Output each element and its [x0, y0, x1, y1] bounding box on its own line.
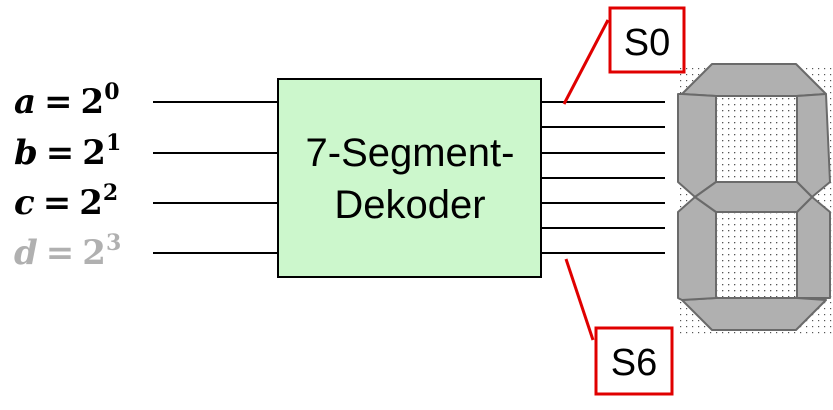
input-label-d: d=23 — [14, 230, 121, 273]
input-label-b: b=21 — [14, 130, 121, 173]
s6-tag-label: S6 — [611, 342, 657, 384]
svg-text:c=22: c=22 — [14, 180, 118, 223]
s6-tag-box — [594, 326, 674, 396]
svg-text:d=23: d=23 — [14, 230, 121, 273]
segment-b — [796, 93, 831, 198]
segment-g — [694, 181, 813, 213]
input-var-c: c — [14, 183, 35, 223]
segment-f — [677, 93, 717, 198]
segment-e — [677, 196, 717, 301]
segment-c — [796, 196, 831, 299]
decoder-title-line2: Dekoder — [334, 183, 485, 227]
output-lines — [541, 101, 665, 254]
decoder-title-line1: 7-Segment- — [306, 131, 515, 175]
s0-tag-label: S0 — [624, 22, 670, 64]
input-var-d: d — [14, 233, 38, 273]
s0-pointer — [562, 19, 610, 105]
lower-window — [716, 212, 797, 298]
input-var-b: b — [14, 133, 38, 173]
seven-segment-display — [677, 63, 833, 338]
svg-text:a=20: a=20 — [14, 79, 120, 122]
input-var-a: a — [14, 82, 36, 122]
upper-window — [716, 96, 797, 182]
s6-pointer — [564, 258, 595, 341]
s0-tag-box — [608, 6, 686, 74]
decoder-box — [277, 78, 542, 278]
input-label-a: a=20 — [14, 79, 120, 122]
input-label-c: c=22 — [14, 180, 118, 223]
svg-text:b=21: b=21 — [14, 130, 121, 173]
